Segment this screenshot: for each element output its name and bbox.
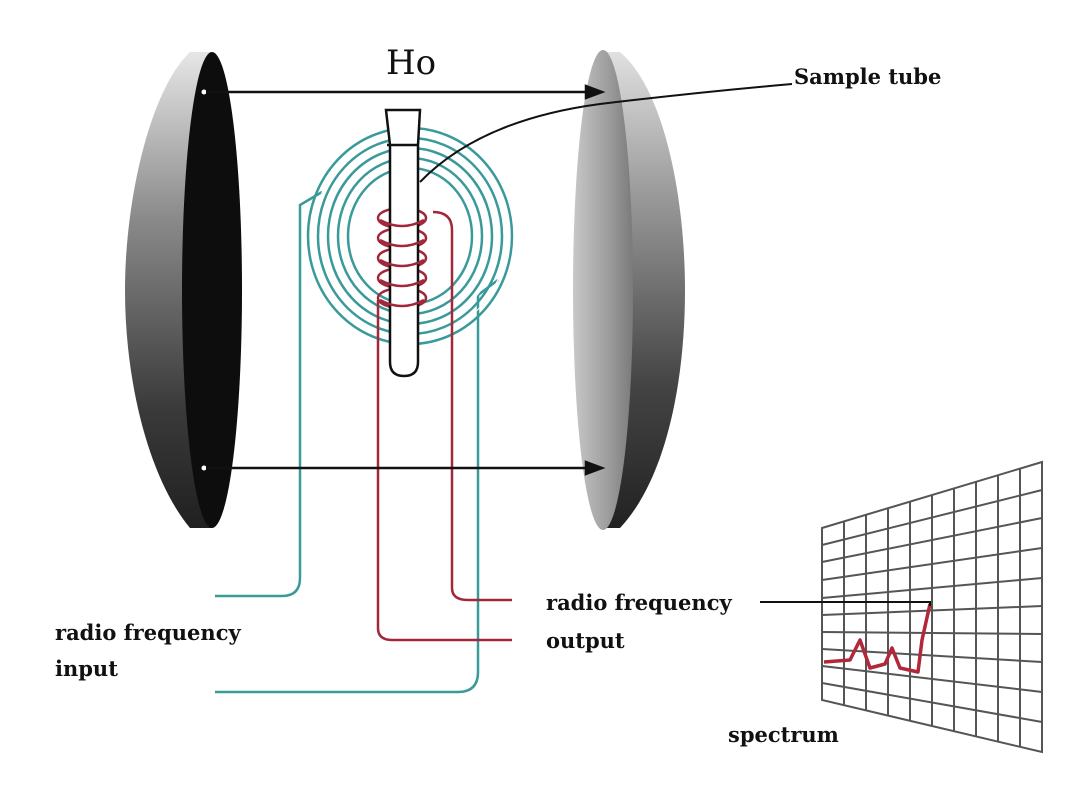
rf-input-label-line2: input: [55, 656, 118, 681]
field-arrows: [201, 84, 606, 476]
spectrum-trace: [823, 603, 932, 674]
right-magnet-pole-icon: [573, 50, 685, 530]
field-label: Ho: [386, 43, 436, 83]
rf-output-label-line1: radio frequency: [546, 590, 732, 615]
spectrum-label: spectrum: [728, 722, 839, 747]
output-leader: [760, 601, 931, 606]
sweep-coil: [215, 126, 514, 694]
sample-tube-leader: [419, 83, 793, 183]
spectrum-screen-icon: [821, 460, 1043, 754]
sample-tube-icon: [384, 108, 422, 378]
sample-tube-label: Sample tube: [794, 64, 941, 89]
rf-coil-front: [379, 218, 425, 308]
left-magnet-pole-icon: [125, 52, 242, 528]
rf-output-label-line2: output: [546, 628, 625, 653]
rf-input-label-line1: radio frequency: [55, 620, 241, 645]
